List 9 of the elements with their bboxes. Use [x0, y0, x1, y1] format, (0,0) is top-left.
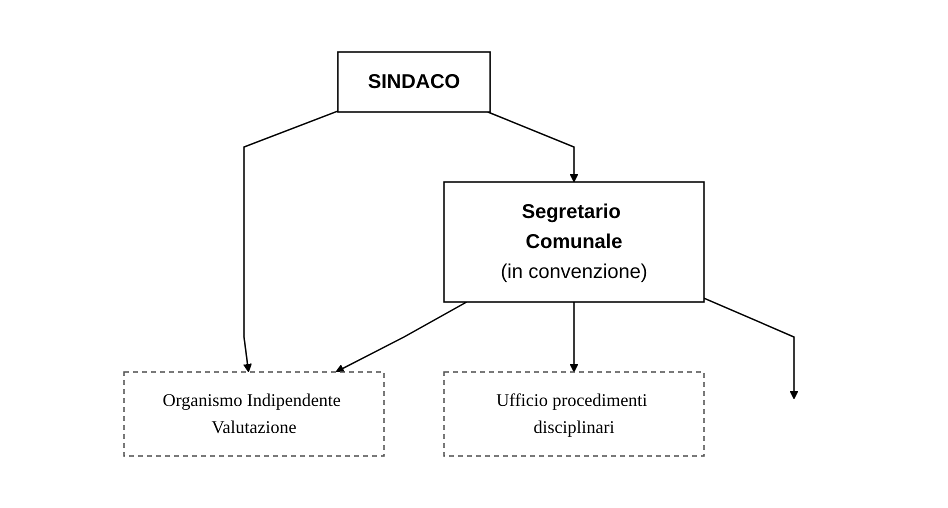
node-box [443, 181, 705, 303]
arrow [704, 297, 798, 400]
arrow [335, 301, 467, 372]
node-box [337, 51, 491, 113]
arrow [570, 302, 578, 372]
arrow [488, 111, 578, 182]
node-box [443, 371, 705, 457]
node-box [123, 371, 385, 457]
arrow [243, 110, 338, 372]
